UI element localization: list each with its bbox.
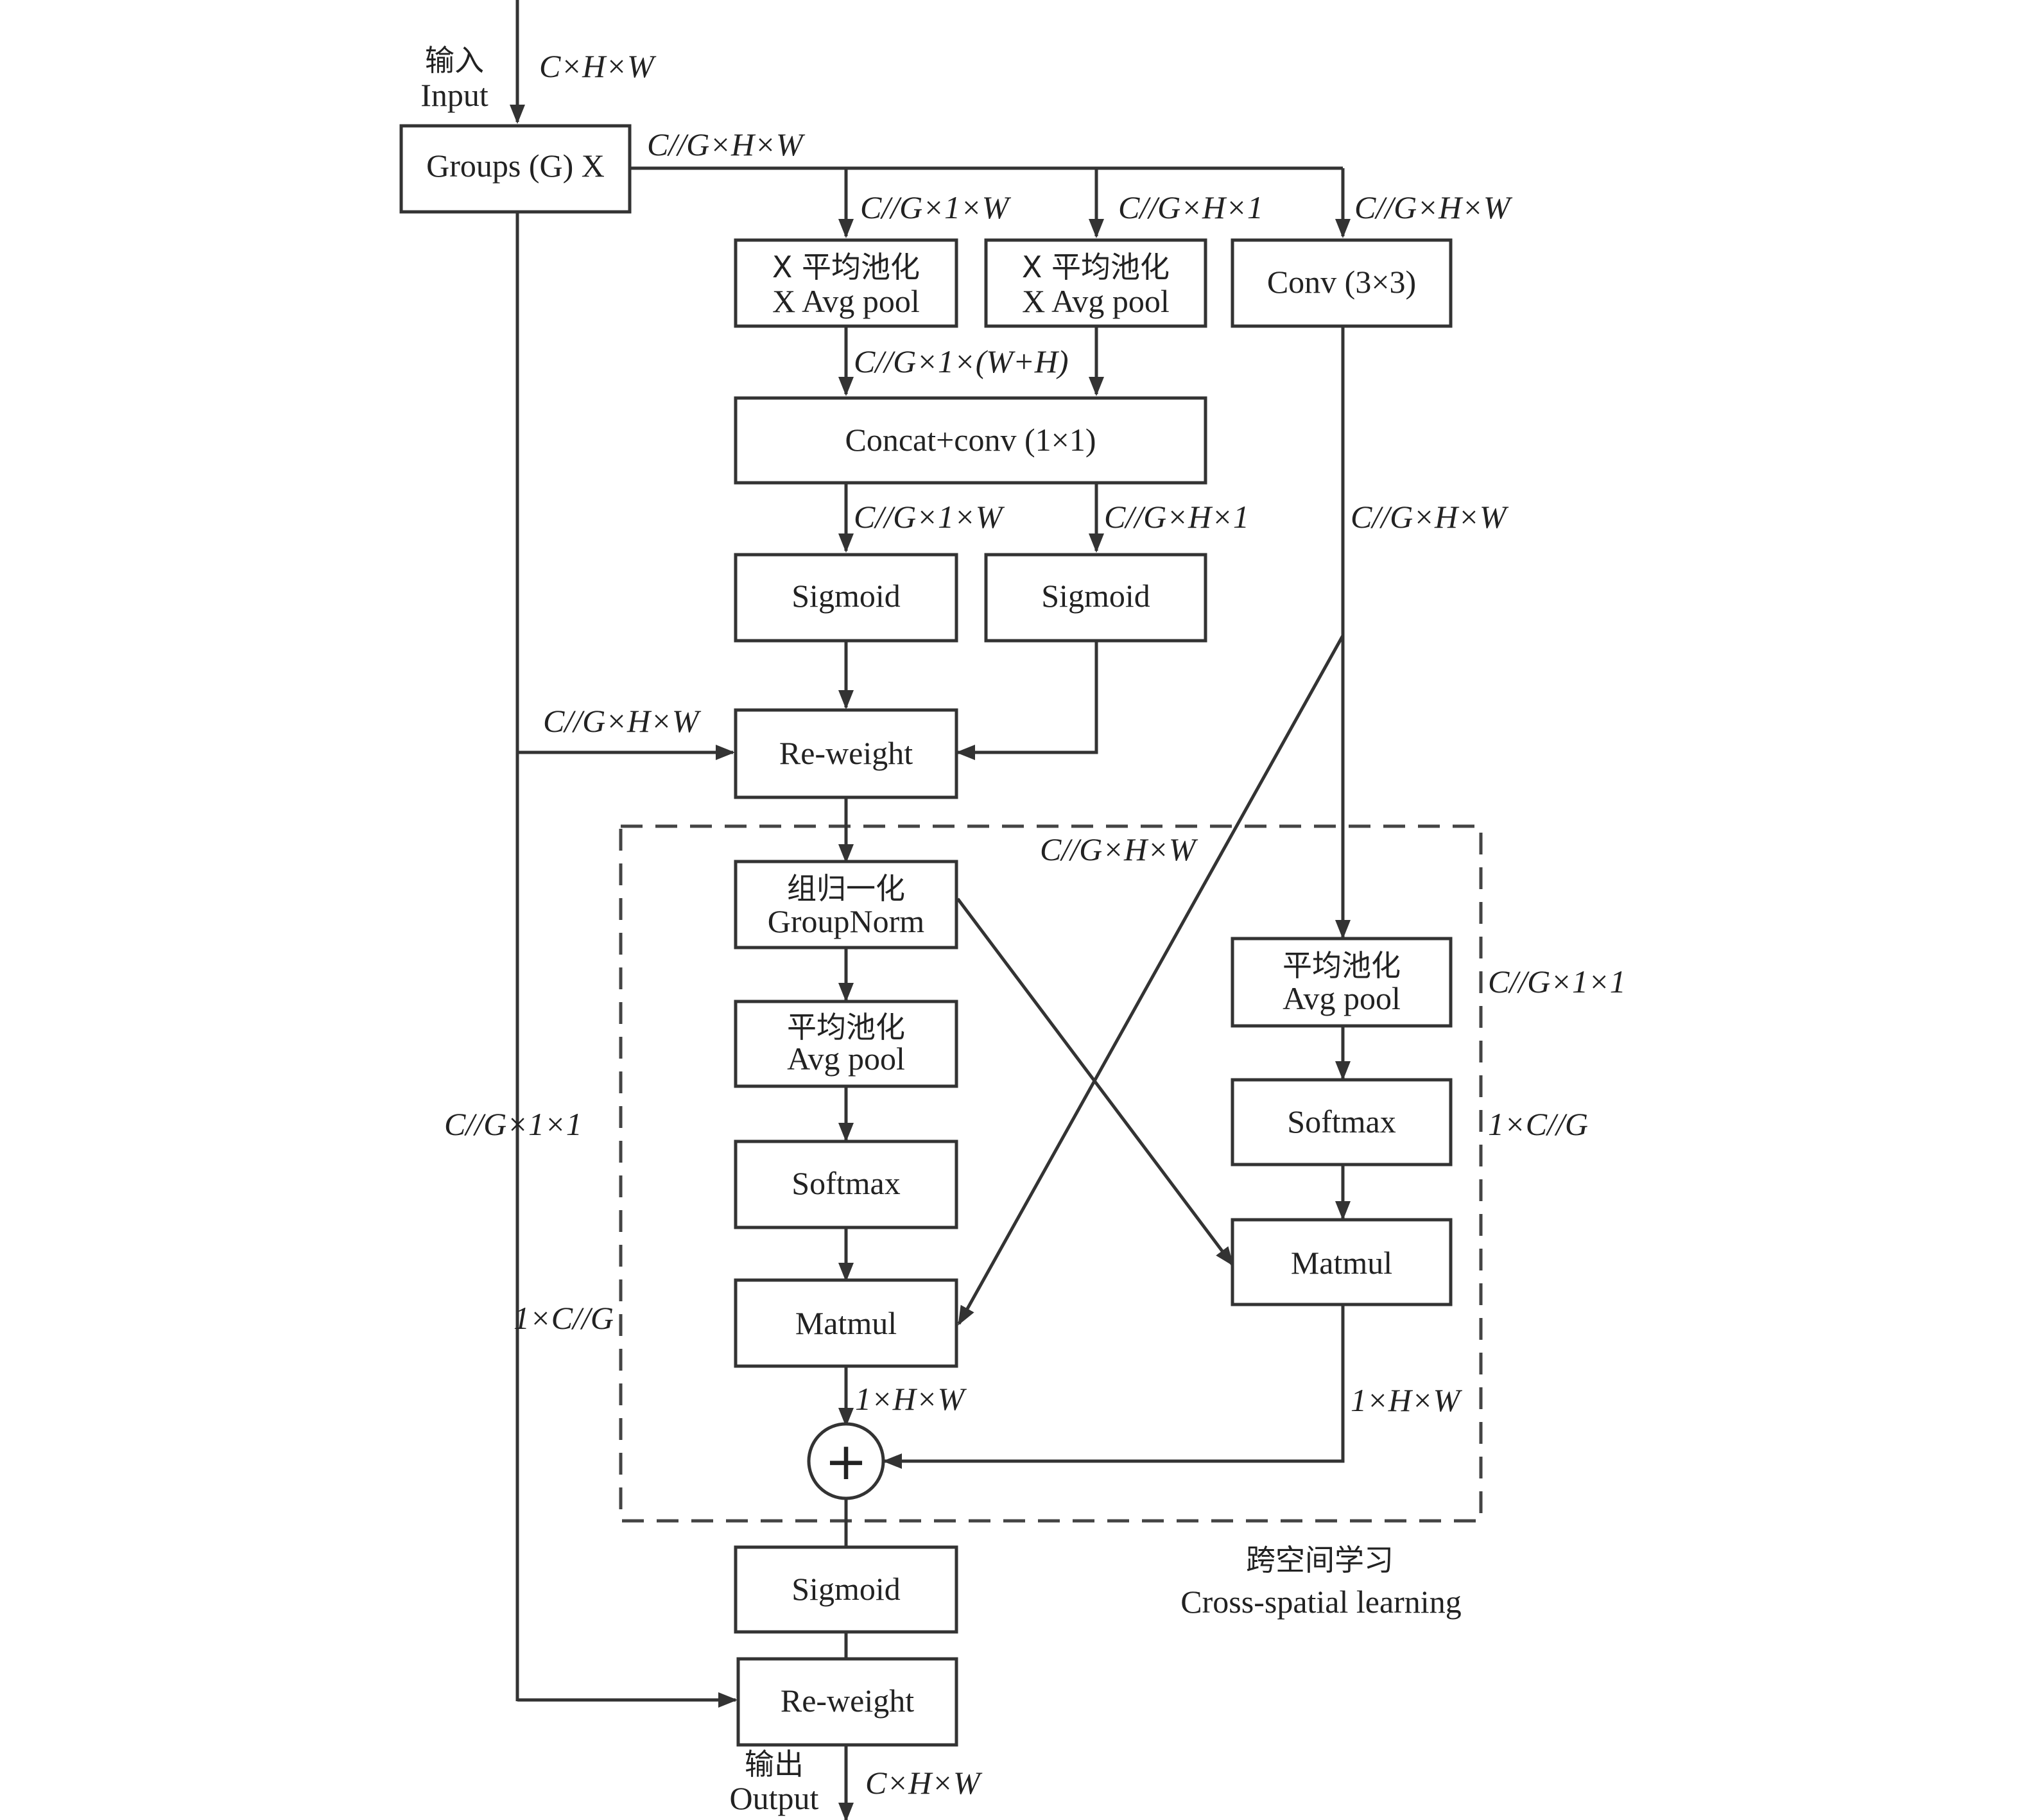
dim-left-softmax: 1×C//G xyxy=(514,1300,614,1336)
plus-sign: + xyxy=(824,1432,867,1491)
conv-3x3-box: Conv (3×3) xyxy=(1231,238,1453,328)
input-dim-label: C×H×W xyxy=(539,48,657,84)
cross-spatial-region xyxy=(619,824,1483,1523)
avg-pool-box-left: 平均池化 Avg pool xyxy=(734,1000,958,1088)
avg-pool-left-cn-label: 平均池化 xyxy=(787,1010,905,1044)
avg-pool-right-en-label: Avg pool xyxy=(1283,980,1401,1016)
x-avg-pool-cn-label-2: X 平均池化 xyxy=(1022,250,1170,284)
x-avg-pool-cn-label-1: X 平均池化 xyxy=(772,250,920,284)
reweight-box-1: Re-weight xyxy=(734,708,958,799)
softmax-box-right: Softmax xyxy=(1231,1078,1453,1166)
add-node: + xyxy=(807,1422,885,1500)
dim-concat-out1: C//G×1×W xyxy=(854,499,1005,535)
reweight-box-2: Re-weight xyxy=(736,1657,958,1747)
dim-after-groups: C//G×H×W xyxy=(647,126,806,162)
sigmoid-label-1: Sigmoid xyxy=(791,578,900,614)
dim-matmul-left-out: 1×H×W xyxy=(855,1381,967,1417)
dim-conv-in: C//G×H×W xyxy=(1354,189,1513,225)
reweight-label-1: Re-weight xyxy=(779,735,913,771)
groupnorm-box: 组归一化 GroupNorm xyxy=(734,860,958,949)
groups-label: Groups (G) X xyxy=(426,148,605,184)
groups-box: Groups (G) X xyxy=(399,124,632,214)
matmul-box-right: Matmul xyxy=(1231,1218,1453,1306)
dim-matmul-right-out: 1×H×W xyxy=(1351,1382,1463,1418)
dim-xpool1-in: C//G×1×W xyxy=(860,189,1012,225)
matmul-right-label: Matmul xyxy=(1291,1245,1392,1281)
dim-avg-pool-right-out: C//G×1×1 xyxy=(1488,964,1626,1000)
dim-concat-out2: C//G×H×1 xyxy=(1104,499,1249,535)
reweight-label-2: Re-weight xyxy=(781,1683,914,1719)
output-cn-label: 输出 xyxy=(745,1747,804,1781)
dim-conv-out: C//G×H×W xyxy=(1351,499,1509,535)
sigmoid-label-3: Sigmoid xyxy=(791,1571,900,1607)
sigmoid-box-3: Sigmoid xyxy=(734,1545,958,1634)
x-avg-pool-en-label-1: X Avg pool xyxy=(772,283,920,319)
input-cn-label: 输入 xyxy=(425,43,484,78)
matmul-box-left: Matmul xyxy=(734,1278,958,1368)
concat-conv-label: Concat+conv (1×1) xyxy=(845,422,1096,458)
groupnorm-en-label: GroupNorm xyxy=(768,903,925,939)
avg-pool-left-en-label: Avg pool xyxy=(787,1041,905,1077)
concat-conv-box: Concat+conv (1×1) xyxy=(734,396,1207,485)
x-avg-pool-box-1: X 平均池化 X Avg pool xyxy=(734,238,958,328)
input-en-label: Input xyxy=(420,77,488,113)
region-en-label: Cross-spatial learning xyxy=(1180,1584,1461,1620)
dim-softmax-right-out: 1×C//G xyxy=(1488,1106,1588,1142)
sigmoid-label-2: Sigmoid xyxy=(1041,578,1150,614)
softmax-left-label: Softmax xyxy=(791,1165,900,1201)
dim-skip-in: C//G×H×W xyxy=(543,703,702,739)
dim-xpool2-in: C//G×H×1 xyxy=(1118,189,1263,225)
avg-pool-box-right: 平均池化 Avg pool xyxy=(1231,937,1453,1028)
x-avg-pool-en-label-2: X Avg pool xyxy=(1022,283,1170,319)
conv-3x3-label: Conv (3×3) xyxy=(1267,264,1416,300)
softmax-box-left: Softmax xyxy=(734,1140,958,1229)
matmul-left-label: Matmul xyxy=(795,1305,897,1341)
connectors xyxy=(510,0,1351,1820)
softmax-right-label: Softmax xyxy=(1287,1104,1396,1140)
dim-cross: C//G×H×W xyxy=(1040,831,1198,867)
dim-concat-in: C//G×1×(W+H) xyxy=(854,343,1069,379)
x-avg-pool-box-2: X 平均池化 X Avg pool xyxy=(984,238,1207,328)
output-dim-label: C×H×W xyxy=(865,1765,983,1801)
sigmoid-box-2: Sigmoid xyxy=(984,553,1207,643)
avg-pool-right-cn-label: 平均池化 xyxy=(1283,948,1401,983)
groupnorm-cn-label: 组归一化 xyxy=(787,871,905,906)
output-en-label: Output xyxy=(730,1780,819,1816)
labels: 输入 Input C×H×W C//G×H×W C//G×1×W C//G×H×… xyxy=(420,43,1626,1816)
sigmoid-box-1: Sigmoid xyxy=(734,553,958,643)
dim-left-pool: C//G×1×1 xyxy=(444,1106,582,1142)
region-cn-label: 跨空间学习 xyxy=(1246,1543,1394,1577)
